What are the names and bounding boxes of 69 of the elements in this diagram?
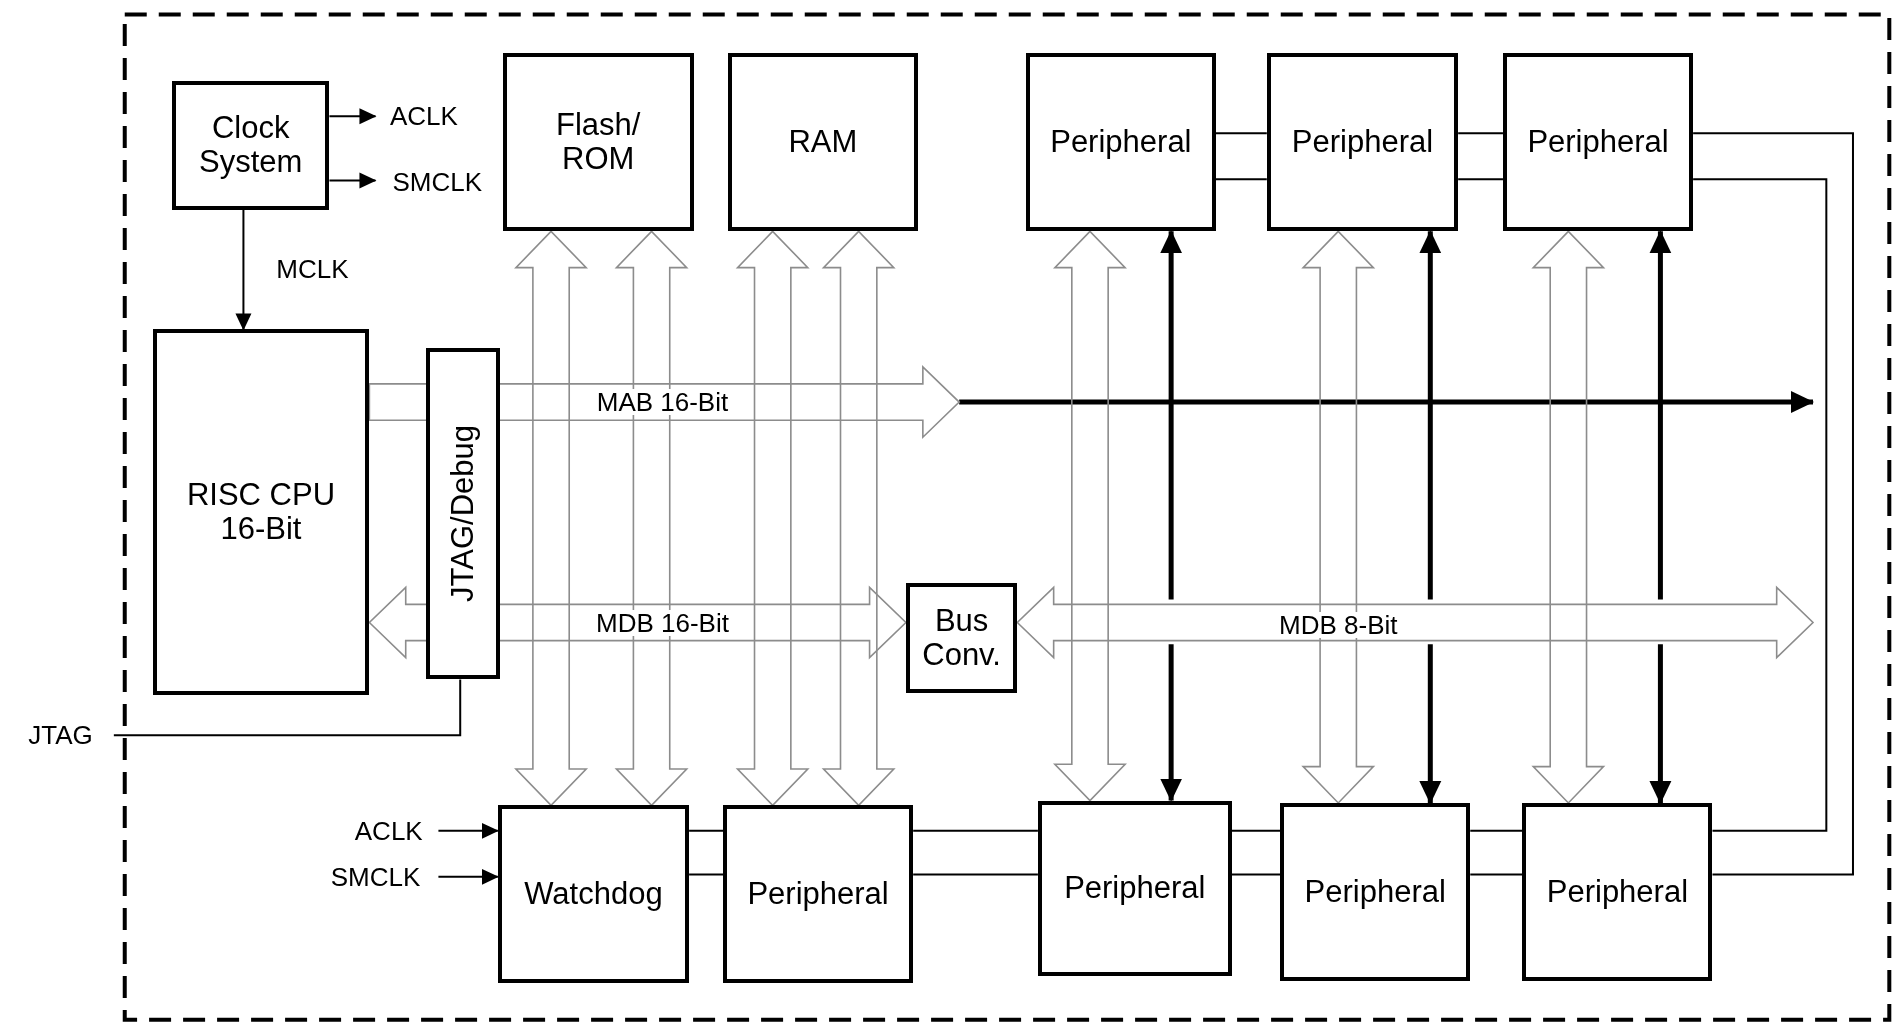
bus-arrow bbox=[368, 585, 908, 660]
block-label: Peripheral bbox=[1291, 125, 1434, 160]
arrow bbox=[1160, 230, 1183, 600]
connector-line bbox=[1692, 178, 1828, 832]
connector-line bbox=[1214, 132, 1268, 135]
bus-arrow bbox=[821, 230, 896, 807]
connector-line bbox=[1469, 829, 1524, 832]
connector-line bbox=[912, 829, 1039, 832]
bus-arrow bbox=[735, 230, 810, 807]
block-box bbox=[497, 805, 690, 984]
bus-arrow bbox=[614, 230, 689, 807]
connector-line bbox=[1230, 829, 1282, 832]
block-box bbox=[1280, 802, 1471, 981]
signal-label: SMCLK bbox=[330, 863, 421, 890]
block-label: Peripheral bbox=[1546, 874, 1689, 909]
block-label: RAM bbox=[788, 125, 858, 160]
arrow bbox=[1419, 644, 1442, 804]
block-label: Peripheral bbox=[747, 877, 889, 912]
block-label: Peripheral bbox=[1304, 874, 1446, 909]
block-box bbox=[727, 53, 918, 232]
block-label: Bus Conv. bbox=[921, 603, 1002, 672]
bus-arrow bbox=[1053, 230, 1127, 802]
block-label: RISC CPU 16-Bit bbox=[185, 478, 337, 547]
block-label: Peripheral bbox=[1064, 871, 1206, 906]
arrow bbox=[437, 822, 499, 839]
block-box bbox=[905, 582, 1018, 693]
connector-line bbox=[1692, 132, 1854, 876]
arrow bbox=[1649, 644, 1672, 804]
block-label: Peripheral bbox=[1527, 125, 1669, 160]
bus-arrow bbox=[368, 365, 961, 440]
connector-line bbox=[1230, 873, 1282, 876]
connector-line bbox=[688, 873, 724, 876]
block-label: JTAG/Debug bbox=[446, 425, 481, 602]
block-box bbox=[152, 329, 370, 696]
connector-line bbox=[1457, 132, 1504, 135]
block-box bbox=[1522, 802, 1713, 981]
signal-label: JTAG bbox=[28, 722, 93, 749]
block-box bbox=[1037, 800, 1232, 977]
connector-line bbox=[1469, 873, 1524, 876]
arrow bbox=[328, 172, 377, 189]
arrow bbox=[437, 868, 499, 885]
bus-arrow bbox=[514, 230, 589, 807]
bus-arrow bbox=[1531, 230, 1606, 805]
signal-label: SMCLK bbox=[392, 168, 482, 195]
signal-label: ACLK bbox=[389, 103, 458, 130]
block-box bbox=[171, 81, 330, 210]
connector-line bbox=[1457, 178, 1504, 181]
block-box bbox=[1025, 53, 1216, 232]
bus-arrow bbox=[1016, 585, 1815, 660]
block-label: Clock System bbox=[198, 111, 304, 180]
connector-line bbox=[1214, 178, 1268, 181]
connector-line bbox=[112, 678, 462, 737]
block-box bbox=[1502, 53, 1694, 232]
block-box bbox=[723, 805, 914, 984]
arrow bbox=[235, 208, 252, 331]
bus-arrow bbox=[1301, 230, 1376, 805]
connector-line bbox=[912, 873, 1039, 876]
block-label: Watchdog bbox=[524, 877, 663, 912]
block-box bbox=[502, 53, 694, 232]
arrow bbox=[328, 108, 377, 125]
block-label: Peripheral bbox=[1050, 125, 1192, 160]
block-label: Flash/ ROM bbox=[555, 108, 642, 177]
signal-label: ACLK bbox=[354, 817, 423, 844]
block-box bbox=[426, 347, 501, 680]
arrow bbox=[1419, 230, 1442, 600]
arrow bbox=[1649, 230, 1672, 600]
block-box bbox=[1266, 53, 1459, 232]
connector-line bbox=[688, 829, 724, 832]
arrow bbox=[1160, 644, 1183, 802]
